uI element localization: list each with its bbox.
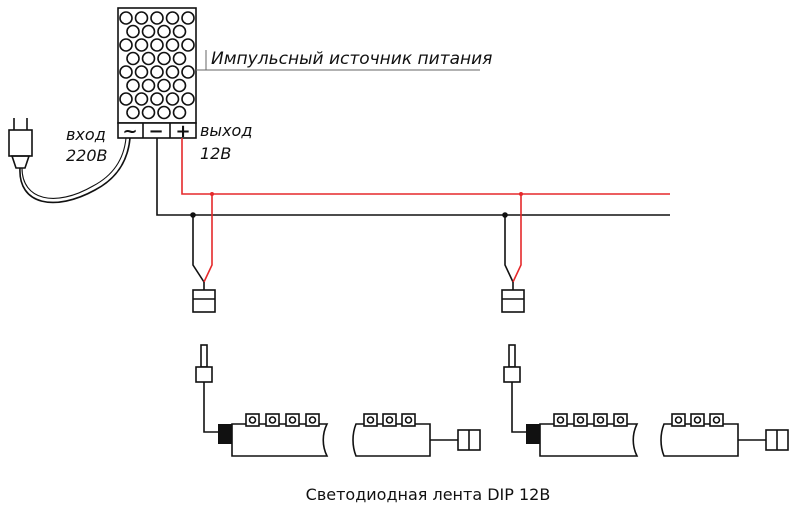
led-dot bbox=[366, 416, 375, 424]
vent-hole bbox=[141, 78, 156, 93]
vent-hole bbox=[172, 78, 187, 93]
vent-hole bbox=[126, 105, 140, 120]
vent-hole bbox=[119, 38, 133, 52]
vent-hole bbox=[157, 51, 171, 66]
mains-cable bbox=[19, 137, 131, 204]
led-chip bbox=[285, 413, 300, 427]
vent-hole bbox=[141, 24, 156, 39]
input-label-line2: 220В bbox=[66, 146, 108, 165]
vent-hole bbox=[165, 38, 180, 52]
connector-socket-1 bbox=[192, 289, 216, 313]
vent-hole bbox=[181, 92, 195, 106]
led-chip bbox=[401, 413, 416, 427]
mains-plug bbox=[8, 118, 33, 169]
led-chip bbox=[690, 413, 705, 427]
led-strip-1 bbox=[195, 344, 481, 457]
vent-hole bbox=[157, 78, 171, 93]
strip-end-cap-2 bbox=[526, 424, 540, 444]
led-dot bbox=[248, 416, 257, 424]
strip-section-2b bbox=[660, 423, 739, 457]
led-dot bbox=[576, 416, 585, 424]
negative-bus bbox=[156, 138, 670, 216]
strip-section-1a bbox=[231, 423, 329, 457]
vent-hole bbox=[119, 92, 133, 106]
vent-hole bbox=[150, 11, 164, 25]
vent-hole bbox=[165, 65, 180, 79]
led-dot bbox=[674, 416, 683, 424]
led-strip-caption: Светодиодная лента DIP 12В bbox=[306, 485, 551, 504]
led-chip bbox=[613, 413, 628, 427]
led-dot bbox=[712, 416, 721, 424]
output-label-line1: выход bbox=[200, 121, 252, 140]
led-chip bbox=[553, 413, 568, 427]
strip-section-1b bbox=[352, 423, 431, 457]
vent-hole bbox=[150, 38, 164, 52]
led-dot bbox=[693, 416, 702, 424]
vent-hole bbox=[134, 92, 149, 106]
led-dot bbox=[404, 416, 413, 424]
led-chip bbox=[265, 413, 280, 427]
vent-hole bbox=[126, 51, 140, 66]
positive-bus bbox=[181, 138, 670, 195]
strip-section-2a bbox=[539, 423, 639, 457]
strip-end-cap-1 bbox=[218, 424, 232, 444]
vent-hole bbox=[181, 65, 195, 79]
led-dot bbox=[596, 416, 605, 424]
vent-hole bbox=[157, 105, 171, 120]
led-strip-2 bbox=[503, 344, 789, 457]
vent-hole bbox=[134, 65, 149, 79]
input-label-line1: вход bbox=[66, 125, 106, 144]
vent-hole bbox=[126, 24, 140, 39]
led-dot bbox=[385, 416, 394, 424]
led-chip bbox=[245, 413, 260, 427]
led-dot bbox=[288, 416, 297, 424]
vent-hole bbox=[165, 11, 180, 25]
vent-hole bbox=[165, 92, 180, 106]
power-supply: ~ − + bbox=[117, 7, 197, 142]
led-dot bbox=[556, 416, 565, 424]
connector-plug-1 bbox=[200, 344, 208, 368]
led-chip bbox=[709, 413, 724, 427]
led-chip bbox=[671, 413, 686, 427]
terminal-ac: ~ bbox=[122, 121, 137, 142]
terminal-plus: + bbox=[175, 121, 190, 142]
power-supply-label: Импульсный источник питания bbox=[211, 49, 492, 69]
vent-hole bbox=[134, 38, 149, 52]
led-chip bbox=[573, 413, 588, 427]
vent-hole bbox=[119, 65, 133, 79]
led-chip bbox=[382, 413, 397, 427]
vent-hole bbox=[141, 105, 156, 120]
led-dot bbox=[308, 416, 317, 424]
vent-hole bbox=[126, 78, 140, 93]
vent-hole bbox=[119, 11, 133, 25]
connector-plug-2 bbox=[508, 344, 516, 368]
vent-hole bbox=[157, 24, 171, 39]
vent-hole bbox=[150, 65, 164, 79]
output-label-line2: 12В bbox=[200, 144, 231, 163]
vent-hole bbox=[141, 51, 156, 66]
led-dot bbox=[268, 416, 277, 424]
branch-connection-1 bbox=[192, 194, 216, 313]
connector-socket-2 bbox=[501, 289, 525, 313]
vent-hole bbox=[172, 105, 187, 120]
vent-hole bbox=[181, 38, 195, 52]
branch-connection-2 bbox=[501, 194, 525, 313]
led-chip bbox=[593, 413, 608, 427]
ventilation-holes bbox=[119, 11, 195, 120]
led-chip bbox=[305, 413, 320, 427]
terminal-minus: − bbox=[148, 121, 163, 142]
led-dot bbox=[616, 416, 625, 424]
vent-hole bbox=[134, 11, 149, 25]
vent-hole bbox=[172, 51, 187, 66]
led-chip bbox=[363, 413, 378, 427]
vent-hole bbox=[150, 92, 164, 106]
vent-hole bbox=[181, 11, 195, 25]
vent-hole bbox=[172, 24, 187, 39]
